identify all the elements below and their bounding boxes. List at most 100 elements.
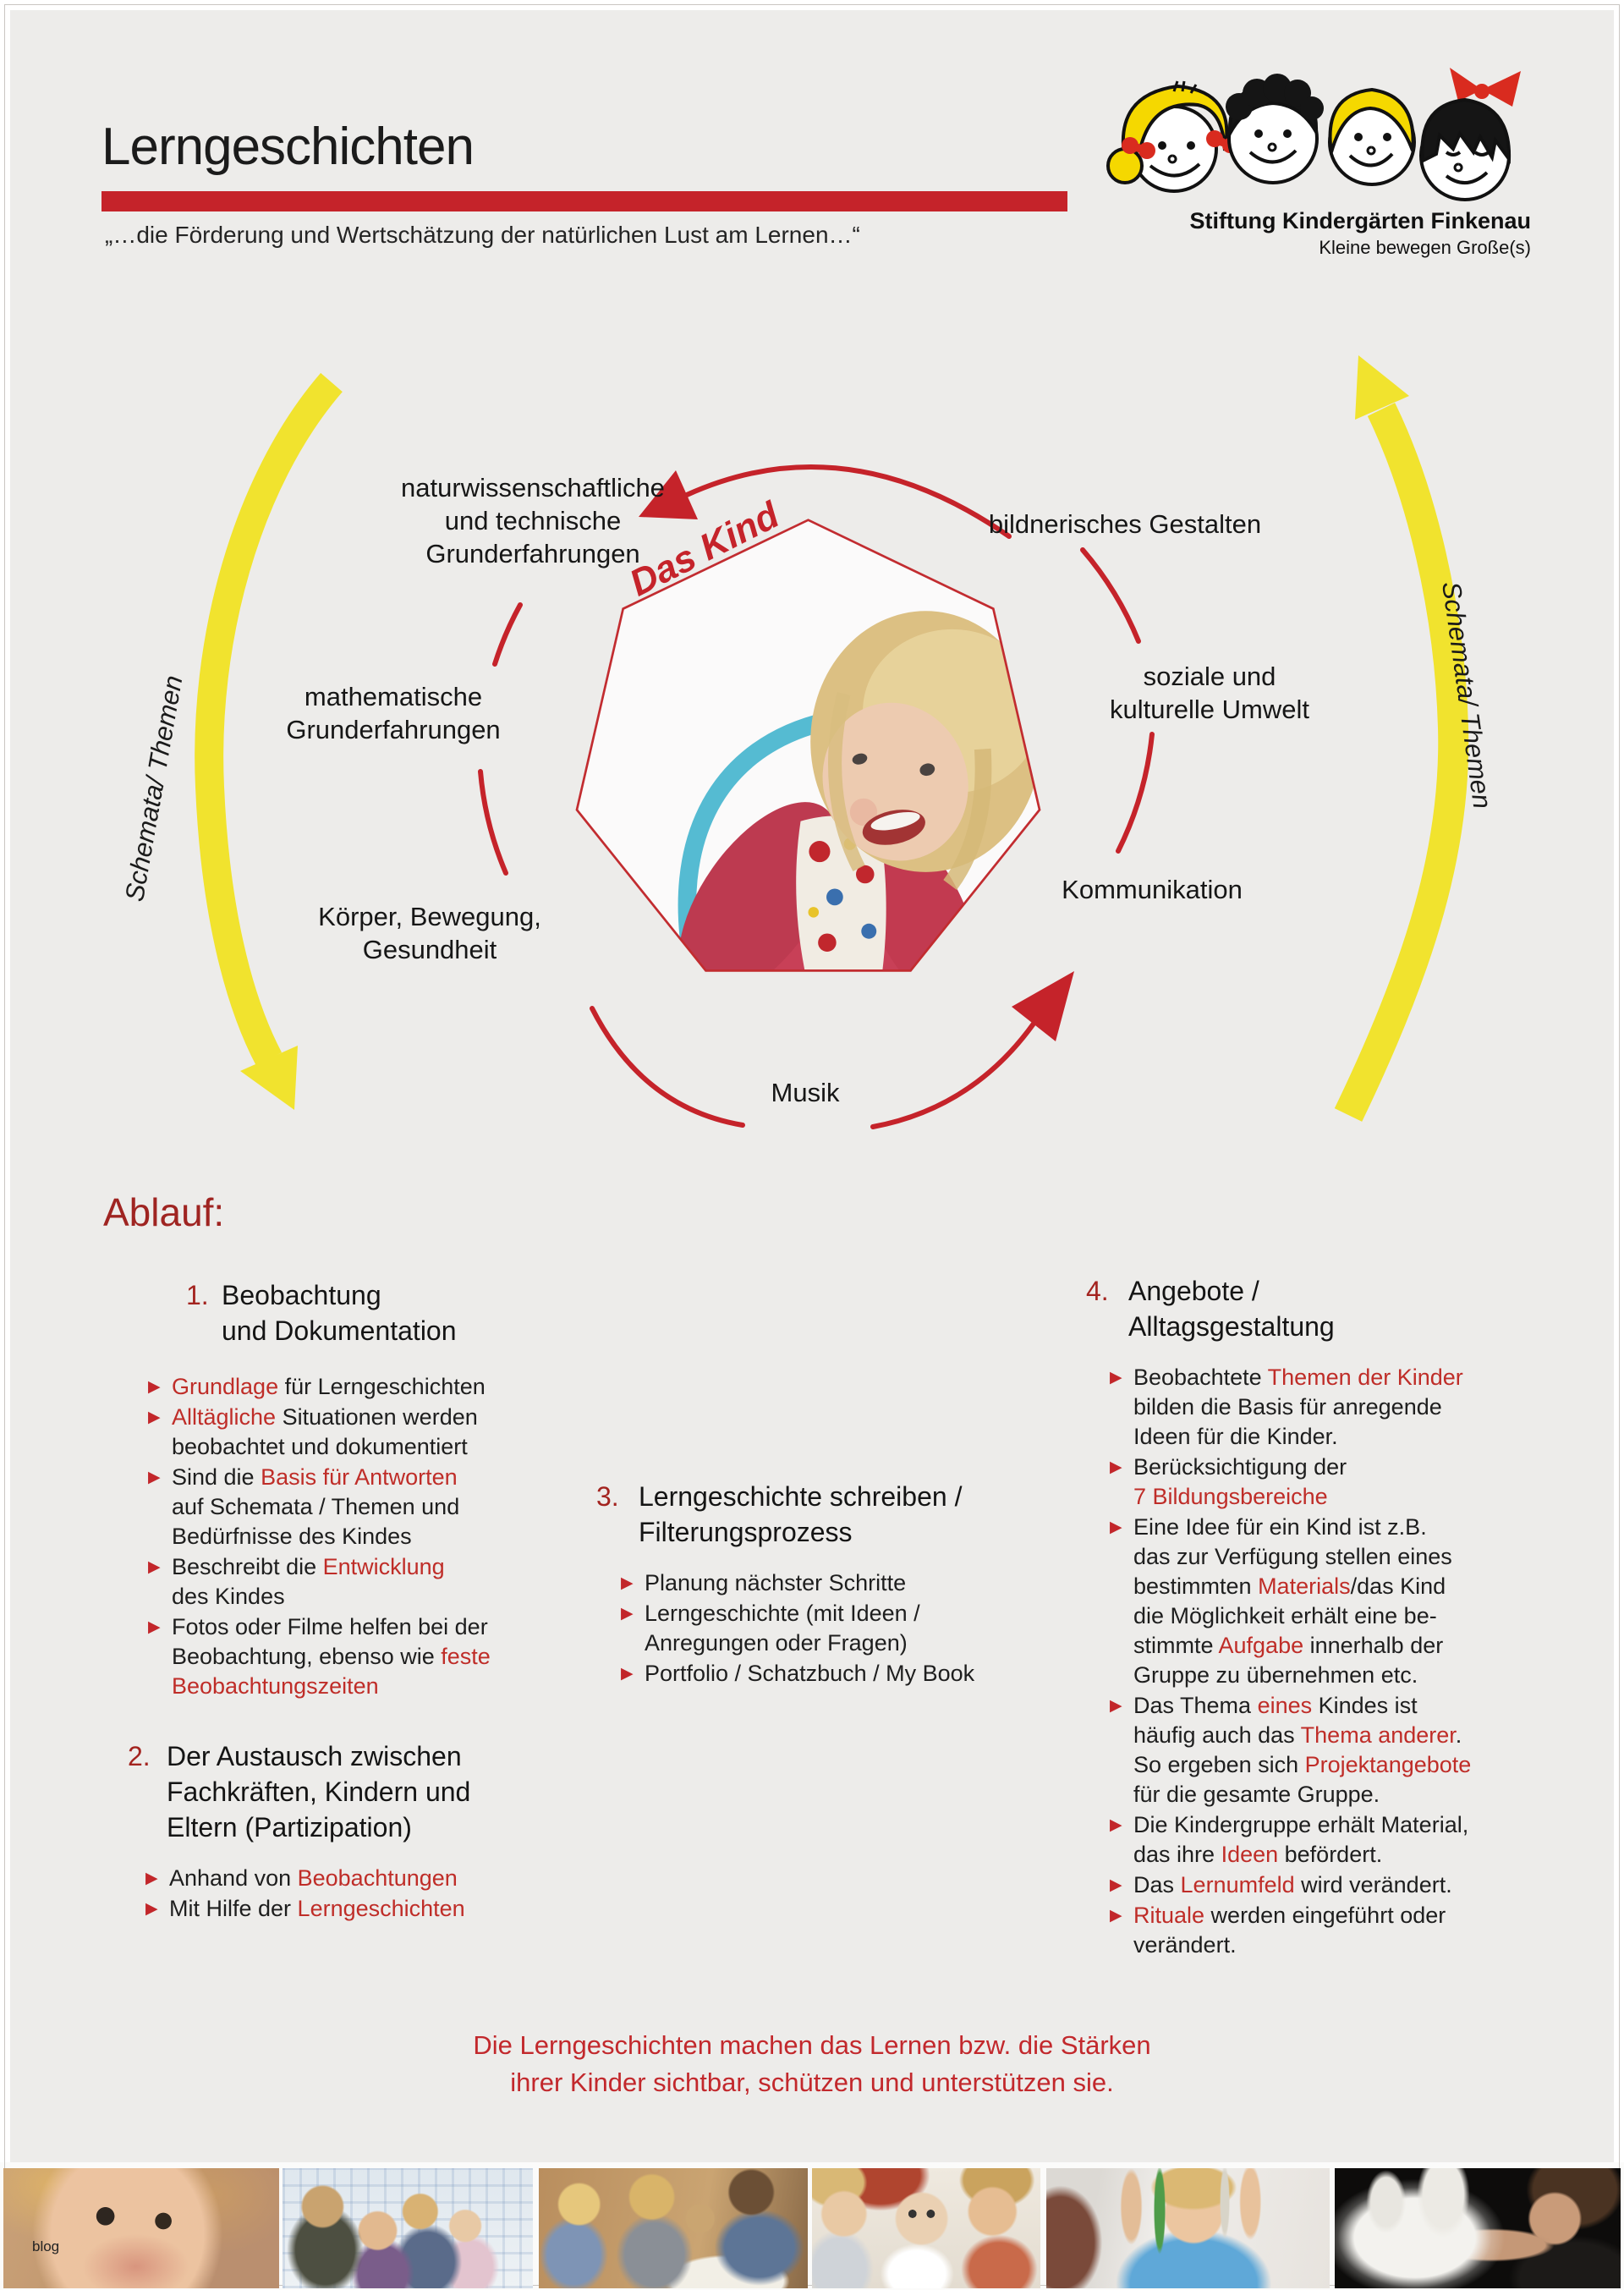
center-photo-child [569,518,1047,996]
section-heading: 4. Angebote / Alltagsgestaltung [1086,1273,1550,1344]
diagram-label-musik: Musik [771,1078,840,1107]
bullet-triangle-icon: ▶ [1110,1518,1122,1536]
cycle-diagram-arrows [195,355,1469,1129]
list-item: ▶ Die Kindergruppe erhält Material, das … [1110,1810,1550,1870]
list-item-text: Mit Hilfe der Lerngeschichten [169,1896,465,1921]
list-item-text: Das Thema eines Kindes ist häufig auch d… [1133,1693,1472,1807]
diagram-label-mathematische: mathematische Grunderfahrungen [286,682,501,744]
section-heading: 1. Beobachtung und Dokumentation [186,1277,571,1348]
footer-line-2: ihrer Kinder sichtbar, schützen und unte… [510,2068,1114,2097]
list-item-text: Sind die Basis für Antworten auf Schemat… [172,1464,460,1549]
list-item-text: Beobachtete Themen der Kinder bilden die… [1133,1365,1463,1449]
list-item-text: Die Kindergruppe erhält Material, das ih… [1133,1812,1469,1867]
list-item: ▶ Sind die Basis für Antworten auf Schem… [148,1463,571,1551]
section-bullet-list: ▶ Anhand von Beobachtungen ▶ Mit Hilfe d… [145,1864,585,1924]
diagram-label-koerper-bewegung: Körper, Bewegung, Gesundheit [318,902,541,964]
list-item: ▶ Beschreibt die Entwicklung des Kindes [148,1552,571,1612]
red-arrowheads [639,470,1074,1041]
section-bullet-list: ▶ Planung nächster Schritte ▶ Lerngeschi… [621,1568,1078,1689]
bullet-triangle-icon: ▶ [148,1377,161,1396]
photo-child-closeup [3,2168,279,2288]
list-item: ▶ Grundlage für Lerngeschichten [148,1372,571,1402]
bullet-triangle-icon: ▶ [148,1408,161,1426]
list-item-text: Beschreibt die Entwicklung des Kindes [172,1554,445,1609]
diagram-label-naturwissenschaft: naturwissenschaftliche und technische Gr… [401,473,665,568]
list-item: ▶ Das Lernumfeld wird verändert. [1110,1870,1550,1900]
bullet-triangle-icon: ▶ [1110,1875,1122,1894]
list-item-text: Fotos oder Filme helfen bei der Beobacht… [172,1614,491,1699]
section-heading: 3. Lerngeschichte schreiben / Filterungs… [596,1479,1078,1550]
list-item-text: Berücksichtigung der 7 Bildungsbereiche [1133,1454,1347,1509]
org-logo [1100,58,1531,210]
section-title: Lerngeschichte schreiben / Filterungspro… [639,1481,963,1547]
list-item: ▶ Portfolio / Schatzbuch / My Book [621,1659,1078,1689]
page-subtitle: „…die Förderung und Wertschätzung der na… [105,222,860,248]
section-number: 4. [1086,1276,1109,1306]
section-number: 1. [186,1280,209,1310]
yellow-arrow-right [1334,355,1469,1122]
list-item: ▶ Anhand von Beobachtungen [145,1864,585,1893]
heptagon-border [575,519,1041,972]
bullet-triangle-icon: ▶ [1110,1906,1122,1925]
page-title: Lerngeschichten [102,118,475,176]
diagram-label-bildnerisches-gestalten: bildnerisches Gestalten [988,509,1262,539]
bullet-triangle-icon: ▶ [145,1899,158,1918]
bullet-triangle-icon: ▶ [148,1617,161,1636]
bullet-triangle-icon: ▶ [1110,1368,1122,1387]
section-heading: 2. Der Austausch zwischen Fachkräften, K… [128,1738,585,1845]
bullet-triangle-icon: ▶ [621,1604,634,1623]
children-faces-logo-icon [1106,68,1521,201]
list-item-text: Portfolio / Schatzbuch / My Book [645,1661,975,1686]
section-title: Beobachtung und Dokumentation [222,1280,457,1346]
section-1-beobachtung: 1. Beobachtung und Dokumentation ▶ Grund… [148,1277,571,1702]
section-title: Der Austausch zwischen Fachkräften, Kind… [167,1741,471,1842]
photo-children-reading-book [539,2168,808,2288]
title-underline-bar [102,191,1067,211]
red-cycle-arcs [478,464,1155,1129]
section-title: Angebote / Alltagsgestaltung [1128,1276,1335,1342]
bullet-triangle-icon: ▶ [145,1869,158,1887]
bullet-triangle-icon: ▶ [148,1557,161,1576]
list-item: ▶ Beobachtete Themen der Kinder bilden d… [1110,1363,1550,1452]
yellow-arrow-left [195,372,343,1110]
list-item: ▶ Planung nächster Schritte [621,1568,1078,1598]
list-item-text: Eine Idee für ein Kind ist z.B. das zur … [1133,1514,1452,1688]
diagram-label-soziale-umwelt: soziale und kulturelle Umwelt [1109,662,1309,724]
section-number: 3. [596,1481,619,1512]
list-item: ▶ Das Thema eines Kindes ist häufig auch… [1110,1691,1550,1809]
list-item-text: Rituale werden eingeführt oder verändert… [1133,1903,1446,1958]
section-4-angebote: 4. Angebote / Alltagsgestaltung ▶ Beobac… [1086,1273,1550,1961]
bullet-triangle-icon: ▶ [148,1468,161,1486]
section-number: 2. [128,1741,151,1771]
photo-girl-foam-play [1335,2168,1621,2288]
section-3-lerngeschichte-schreiben: 3. Lerngeschichte schreiben / Filterungs… [596,1479,1078,1689]
list-item: ▶ Berücksichtigung der 7 Bildungsbereich… [1110,1453,1550,1512]
bullet-triangle-icon: ▶ [1110,1458,1122,1476]
bullet-triangle-icon: ▶ [621,1573,634,1592]
list-item: ▶ Rituale werden eingeführt oder verände… [1110,1901,1550,1960]
org-name: Stiftung Kindergärten Finkenau [1189,208,1531,233]
bullet-triangle-icon: ▶ [621,1664,634,1683]
list-item: ▶ Eine Idee für ein Kind ist z.B. das zu… [1110,1513,1550,1690]
list-item-text: Anhand von Beobachtungen [169,1865,458,1891]
section-bullet-list: ▶ Grundlage für Lerngeschichten ▶ Alltäg… [148,1372,571,1701]
diagram-label-kommunikation: Kommunikation [1062,875,1243,904]
photo-children-with-doll [812,2168,1040,2288]
photo-watermark: blog [32,2238,60,2254]
list-item-text: Lerngeschichte (mit Ideen / Anregungen o… [645,1601,920,1656]
list-item-text: Grundlage für Lerngeschichten [172,1374,486,1399]
photo-boy-test-tubes [1046,2168,1330,2288]
list-item-text: Alltägliche Situationen werden beobachte… [172,1404,478,1459]
list-item-text: Planung nächster Schritte [645,1570,907,1595]
org-tagline: Kleine bewegen Große(s) [1319,237,1531,258]
list-item-text: Das Lernumfeld wird verändert. [1133,1872,1452,1897]
list-item: ▶ Mit Hilfe der Lerngeschichten [145,1894,585,1924]
bullet-triangle-icon: ▶ [1110,1696,1122,1715]
section-bullet-list: ▶ Beobachtete Themen der Kinder bilden d… [1110,1363,1550,1960]
list-item: ▶ Fotos oder Filme helfen bei der Beobac… [148,1612,571,1701]
list-item: ▶ Lerngeschichte (mit Ideen / Anregungen… [621,1599,1078,1658]
photo-children-toothbrushing [283,2168,533,2288]
bullet-triangle-icon: ▶ [1110,1815,1122,1834]
list-item: ▶ Alltägliche Situationen werden beobach… [148,1403,571,1462]
